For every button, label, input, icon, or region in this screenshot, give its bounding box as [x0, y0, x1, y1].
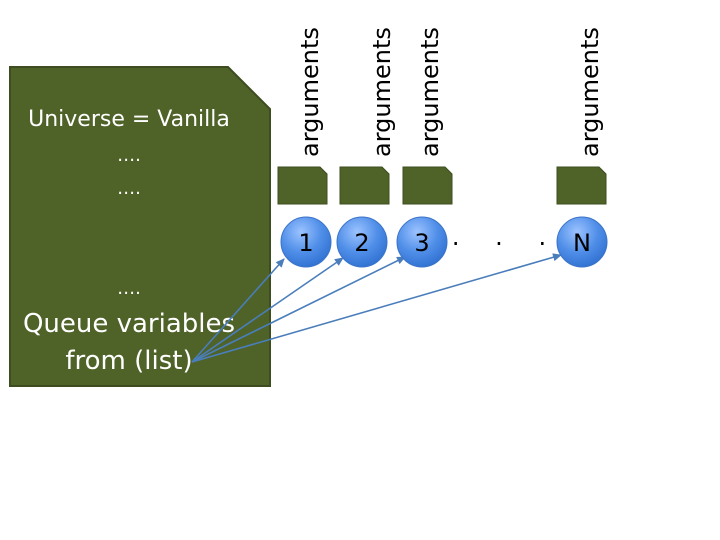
document-line-universe: Universe = Vanilla — [28, 107, 230, 132]
document-shape — [9, 66, 271, 387]
job-node-1 — [280, 216, 332, 268]
job-node-n — [556, 216, 608, 268]
job-node-3 — [396, 216, 448, 268]
arguments-label-n: arguments — [576, 27, 604, 157]
argument-document-icons — [277, 166, 607, 205]
job-ellipsis: . . . — [452, 223, 560, 251]
arrow-to-job-3 — [191, 256, 406, 363]
queue-arrows — [191, 253, 562, 363]
argument-document-icon-2 — [339, 166, 390, 205]
document-line-ellipsis-2: …. — [117, 178, 141, 199]
job-nodes: 1 2 3 N — [280, 216, 608, 268]
job-node-3-label: 3 — [414, 229, 429, 257]
argument-document-icon-3 — [402, 166, 453, 205]
document-line-queue: Queue variables — [23, 309, 235, 339]
arguments-label-3: arguments — [416, 27, 444, 157]
document-line-from-list: from (list) — [65, 346, 192, 376]
argument-document-icon-1 — [277, 166, 328, 205]
document-line-ellipsis-3: …. — [117, 278, 141, 299]
arrow-to-job-n — [191, 253, 562, 363]
job-node-1-label: 1 — [298, 229, 313, 257]
job-node-n-label: N — [573, 229, 591, 257]
argument-labels: arguments arguments arguments arguments — [296, 27, 604, 157]
document-line-ellipsis-1: …. — [117, 145, 141, 166]
job-node-2 — [336, 216, 388, 268]
arguments-label-2: arguments — [368, 27, 396, 157]
arrow-to-job-2 — [191, 257, 344, 363]
job-node-2-label: 2 — [354, 229, 369, 257]
submit-file-document: Universe = Vanilla …. …. …. Queue variab… — [9, 66, 271, 387]
arrow-to-job-1 — [191, 258, 285, 363]
argument-document-icon-n — [556, 166, 607, 205]
arguments-label-1: arguments — [296, 27, 324, 157]
